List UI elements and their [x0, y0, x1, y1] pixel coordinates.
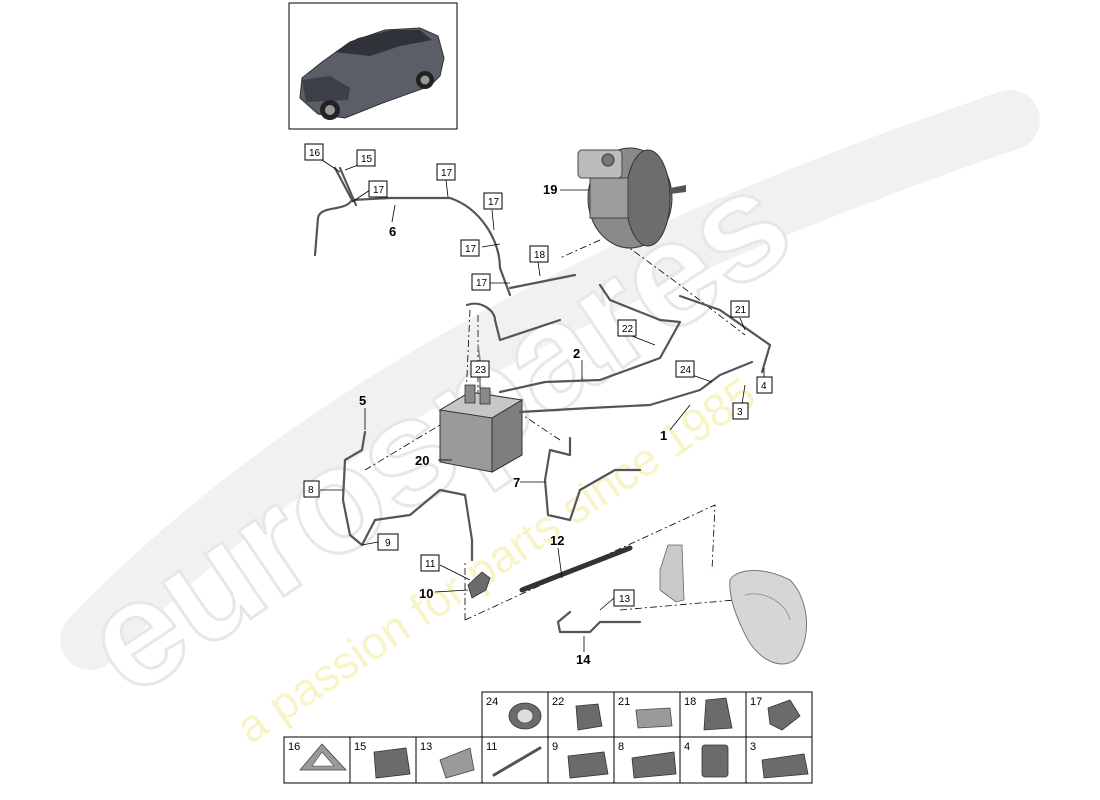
parts-grid-cell-9: 9 — [547, 736, 615, 784]
svg-text:21: 21 — [735, 305, 747, 316]
parts-grid-cell-3: 3 — [745, 736, 813, 784]
callout-1: 1 — [660, 428, 667, 443]
callout-20: 20 — [415, 453, 429, 468]
leader-lines — [320, 159, 765, 652]
callout-2: 2 — [573, 346, 580, 361]
svg-text:18: 18 — [684, 696, 696, 708]
callout-14: 14 — [576, 652, 591, 667]
svg-text:8: 8 — [618, 741, 624, 753]
callout-box-3: 3 — [732, 402, 749, 420]
callout-12: 12 — [550, 533, 564, 548]
svg-text:17: 17 — [476, 278, 488, 289]
svg-text:15: 15 — [361, 154, 373, 165]
parts-grid-cell-8: 8 — [613, 736, 681, 784]
callouts-boxed: 16 15 17 17 17 17 18 17 — [303, 143, 773, 607]
callout-box-17a: 17 — [368, 180, 388, 198]
vehicle-thumbnail — [288, 2, 458, 130]
abs-hydraulic-unit — [438, 384, 524, 473]
svg-text:17: 17 — [441, 168, 453, 179]
callout-box-22: 22 — [617, 319, 637, 337]
brake-pipes — [313, 166, 772, 634]
parts-grid-cell-15: 15 — [349, 736, 417, 784]
callout-6: 6 — [389, 224, 396, 239]
parts-grid-cell-4: 4 — [679, 736, 747, 784]
callout-box-17b: 17 — [436, 163, 456, 181]
parts-grid: 24 22 21 18 17 16 — [283, 691, 813, 784]
brake-caliper — [729, 570, 807, 665]
callout-7: 7 — [513, 475, 520, 490]
callout-box-11: 11 — [420, 554, 440, 572]
callout-19: 19 — [543, 182, 557, 197]
svg-text:24: 24 — [486, 696, 498, 708]
callout-box-17c: 17 — [483, 192, 503, 210]
mounting-bracket — [659, 544, 685, 603]
svg-text:17: 17 — [750, 696, 762, 708]
svg-text:22: 22 — [622, 324, 634, 335]
svg-text:11: 11 — [486, 741, 497, 753]
svg-text:24: 24 — [680, 365, 692, 376]
svg-text:17: 17 — [465, 244, 477, 255]
parts-grid-cell-17: 17 — [745, 691, 813, 738]
callout-box-21: 21 — [730, 300, 750, 318]
parts-grid-cell-21: 21 — [613, 691, 681, 738]
callout-10: 10 — [419, 586, 433, 601]
svg-text:9: 9 — [552, 741, 558, 753]
watermark: eurospares a passion for parts since 198… — [52, 90, 1040, 753]
svg-text:17: 17 — [373, 185, 385, 196]
parts-grid-cell-18: 18 — [679, 691, 747, 738]
parts-grid-cell-13: 13 — [415, 736, 483, 784]
callout-box-9: 9 — [377, 533, 399, 551]
parts-grid-cell-22: 22 — [547, 691, 615, 738]
parts-grid-cell-11: 11 — [481, 736, 549, 784]
svg-text:13: 13 — [420, 741, 432, 753]
svg-text:13: 13 — [619, 594, 631, 605]
brake-booster — [577, 147, 686, 249]
svg-text:16: 16 — [309, 148, 321, 159]
callout-box-24: 24 — [675, 360, 695, 378]
svg-text:23: 23 — [475, 365, 487, 376]
callout-5: 5 — [359, 393, 366, 408]
callout-box-15: 15 — [356, 149, 376, 167]
parts-grid-cell-16: 16 — [283, 736, 351, 784]
callout-box-8: 8 — [303, 480, 320, 498]
parts-grid-cell-24: 24 — [481, 691, 549, 738]
callouts-bold: 19 20 1 2 5 6 7 10 12 14 — [359, 182, 667, 667]
callout-box-4: 4 — [756, 376, 773, 394]
callout-box-17d: 17 — [460, 239, 480, 257]
svg-text:18: 18 — [534, 250, 546, 261]
svg-text:11: 11 — [425, 559, 436, 570]
svg-text:17: 17 — [488, 197, 500, 208]
svg-text:3: 3 — [737, 407, 743, 418]
svg-text:16: 16 — [288, 741, 300, 753]
callout-box-23: 23 — [470, 360, 490, 378]
svg-text:4: 4 — [684, 741, 690, 753]
callout-box-17e: 17 — [471, 273, 491, 291]
callout-box-16: 16 — [304, 143, 324, 161]
callout-box-13: 13 — [613, 589, 635, 607]
svg-text:8: 8 — [308, 485, 314, 496]
svg-text:22: 22 — [552, 696, 564, 708]
svg-text:21: 21 — [618, 696, 630, 708]
callout-box-18: 18 — [529, 245, 549, 263]
svg-text:4: 4 — [761, 381, 767, 392]
svg-text:15: 15 — [354, 741, 366, 753]
svg-text:9: 9 — [385, 538, 391, 549]
svg-text:3: 3 — [750, 741, 756, 753]
